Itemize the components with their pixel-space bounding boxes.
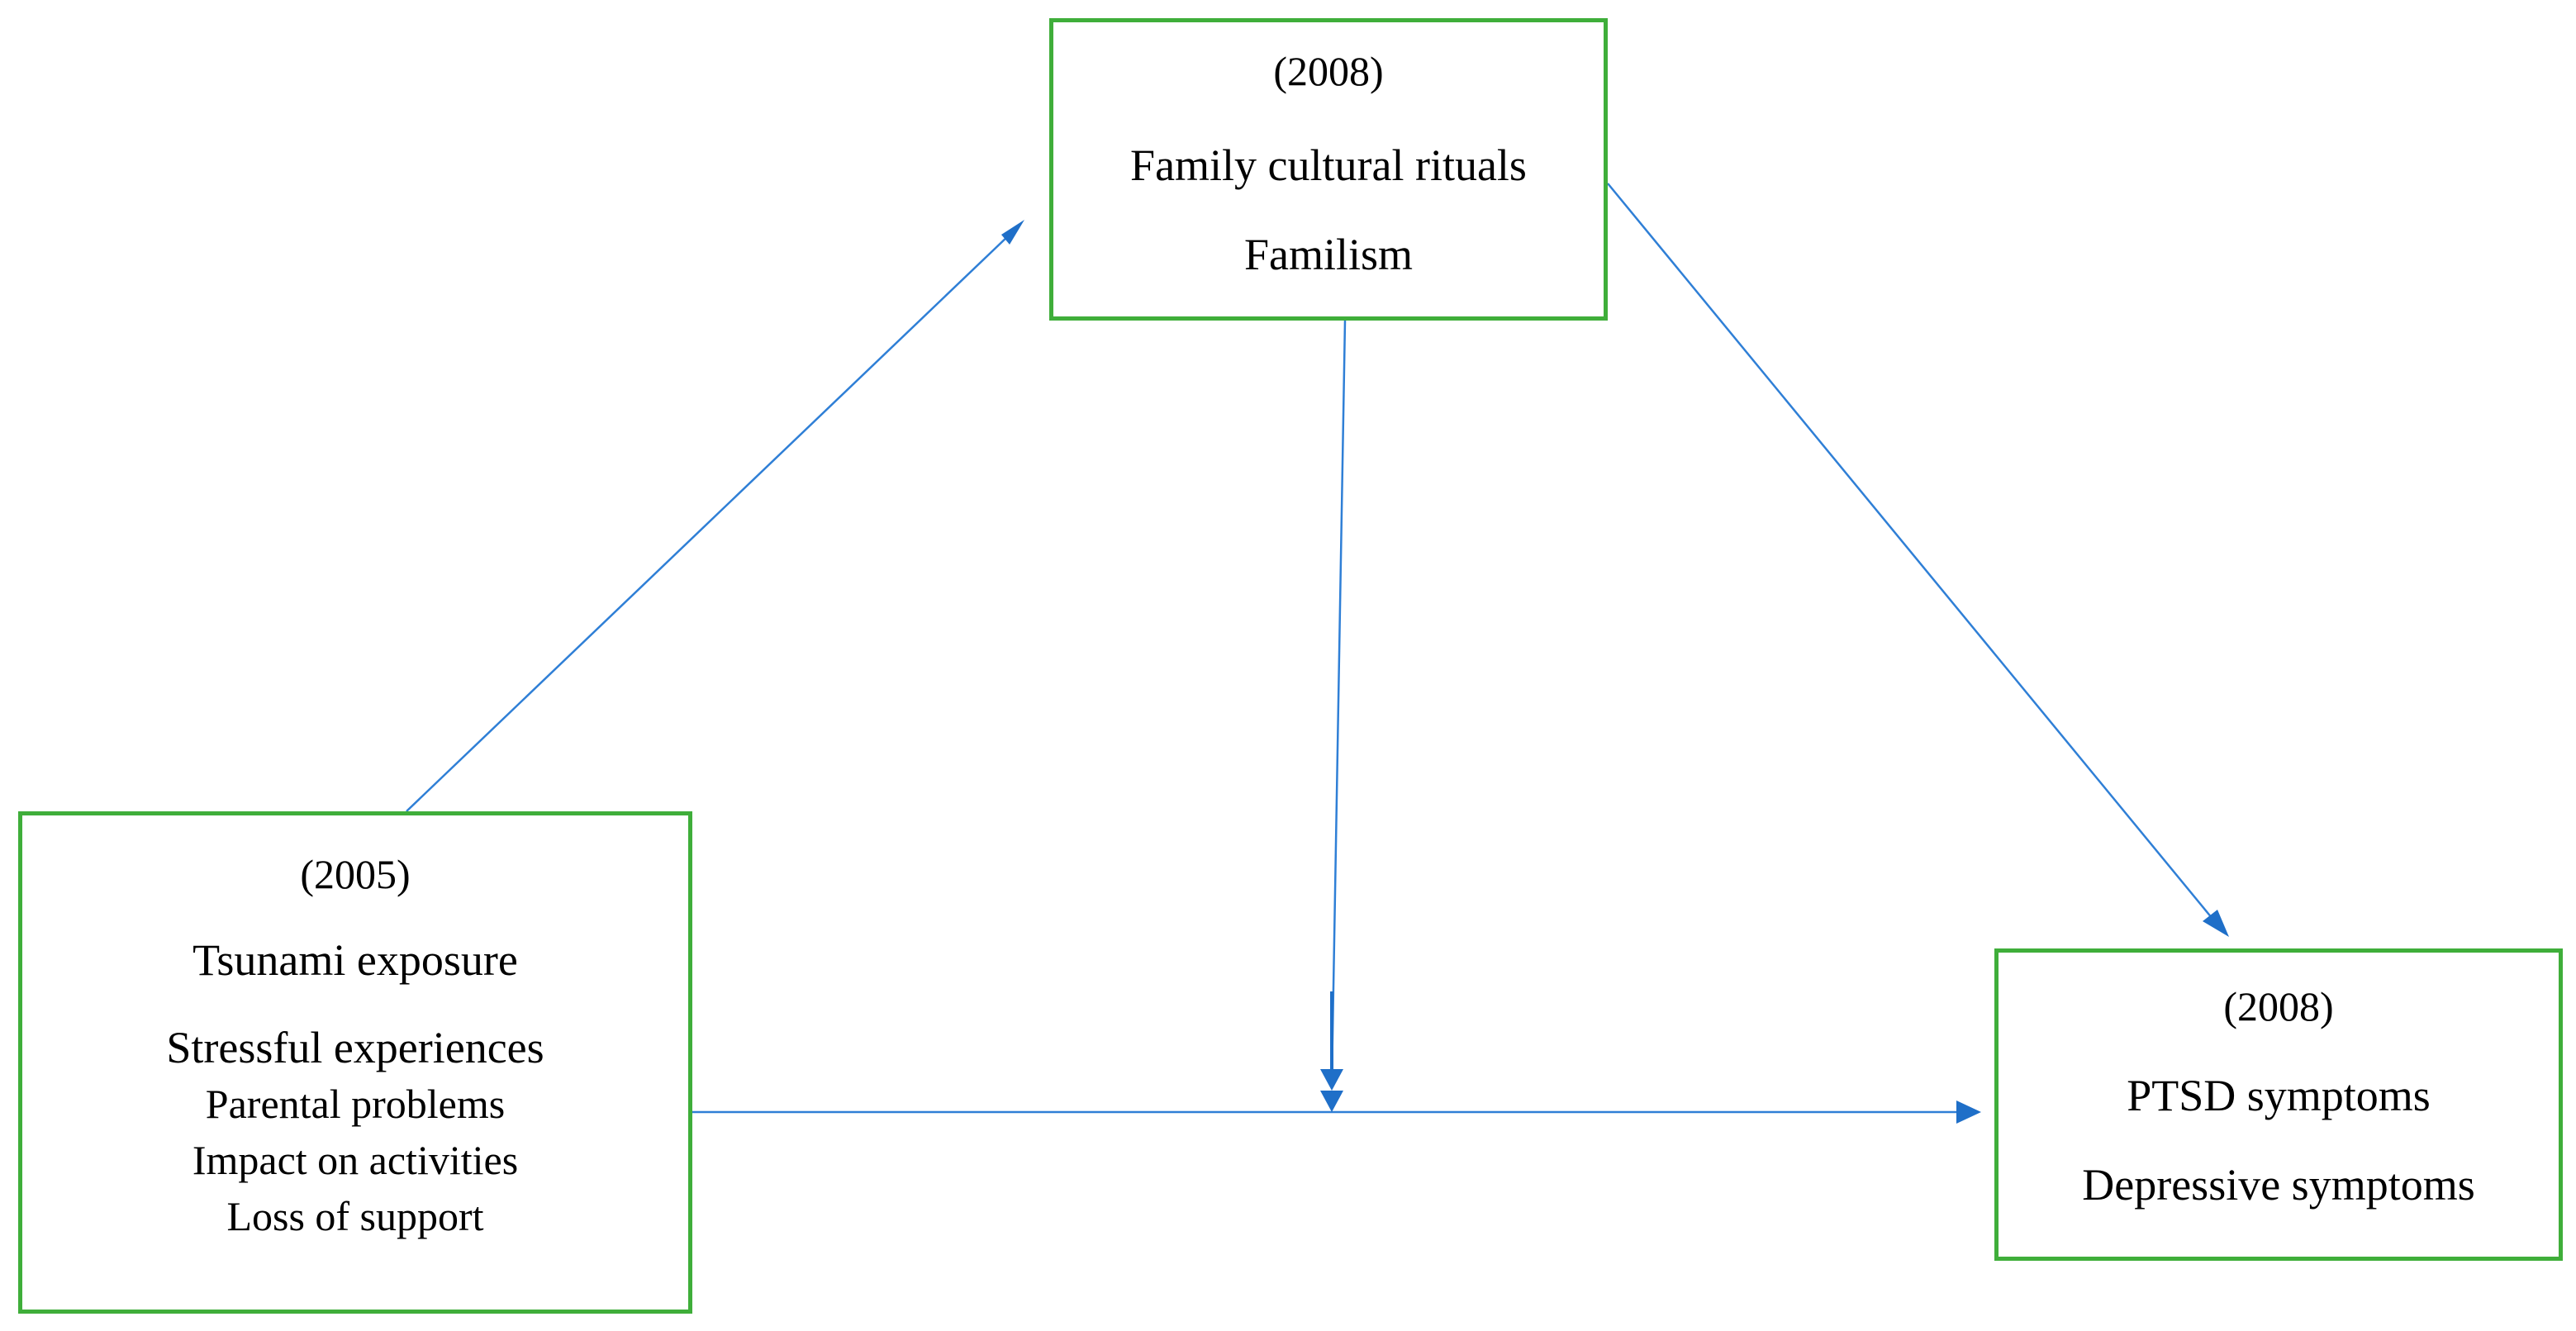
arrowhead-moderation-lower (1320, 1091, 1343, 1112)
arrow-mediators-to-outcomes (1607, 183, 2213, 920)
arrowhead-mediators-to-outcomes (2203, 910, 2229, 937)
exposure-stressful-experiences: Stressful experiences (166, 1023, 544, 1072)
arrowhead-moderation-upper (1320, 1069, 1343, 1091)
outcomes-box: (2008) PTSD symptoms Depressive symptoms (1994, 948, 2563, 1261)
mediator-family-cultural-rituals: Family cultural rituals (1130, 140, 1527, 190)
exposure-year: (2005) (300, 851, 411, 897)
mediator-familism: Familism (1243, 230, 1414, 279)
outcome-depressive-symptoms: Depressive symptoms (2082, 1160, 2475, 1210)
outcomes-year: (2008) (2223, 983, 2334, 1029)
exposure-tsunami: Tsunami exposure (192, 935, 518, 985)
arrow-exposure-to-mediators (406, 234, 1010, 812)
arrowhead-exposure-to-outcomes (1956, 1100, 1981, 1124)
mediators-year: (2008) (1273, 48, 1384, 94)
outcome-ptsd-symptoms: PTSD symptoms (2127, 1071, 2431, 1120)
exposure-impact-on-activities: Impact on activities (192, 1137, 519, 1183)
arrow-mediators-moderation (1330, 320, 1347, 1083)
exposure-box: (2005) Tsunami exposure Stressful experi… (18, 811, 692, 1314)
exposure-parental-problems: Parental problems (205, 1081, 506, 1127)
arrowhead-exposure-to-mediators (1001, 220, 1024, 245)
exposure-loss-of-support: Loss of support (226, 1193, 484, 1239)
mediators-box: (2008) Family cultural rituals Familism (1049, 18, 1608, 321)
